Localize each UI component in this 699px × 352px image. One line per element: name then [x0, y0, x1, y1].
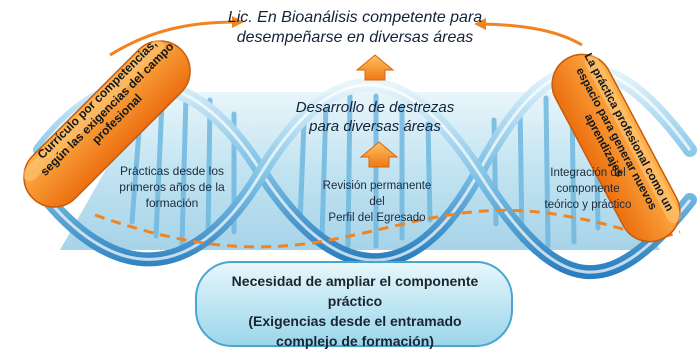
- label-practicas: Prácticas desde los primeros años de la …: [108, 163, 236, 211]
- up-arrow-mid: [359, 141, 399, 168]
- helix-strand-b-highlight: [38, 83, 692, 274]
- bottom-box-text: Necesidad de ampliar el componente práct…: [205, 271, 505, 351]
- top-goal-line1: Lic. En Bioanálisis competente para: [227, 9, 483, 26]
- arrow-right-to-goal: [481, 22, 583, 47]
- top-goal-line2: desempeñarse en diversas áreas: [236, 29, 474, 46]
- up-arrow-top: [355, 54, 395, 81]
- arrow-right-head: [474, 18, 486, 30]
- bottom-box: [195, 261, 513, 347]
- label-center-line3: Perfil del Egresado: [328, 212, 426, 224]
- label-revision: Revisión permanente del Perfil del Egres…: [307, 178, 447, 226]
- mid-goal-text: Desarrollo de destrezas para diversas ár…: [265, 98, 485, 136]
- mid-goal-line1: Desarrollo de destrezas: [295, 99, 455, 116]
- label-right-line2: componente: [556, 183, 620, 195]
- right-pill: [551, 53, 681, 243]
- label-integracion: Integración del componente teórico y prá…: [525, 165, 651, 213]
- left-pill: [22, 39, 191, 208]
- mid-goal-line2: para diversas áreas: [309, 118, 441, 135]
- label-right-line3: teórico y práctico: [544, 199, 632, 211]
- bottom-box-line2: práctico: [327, 293, 383, 309]
- bottom-box-line3: (Exigencias desde el entramado: [248, 313, 462, 329]
- label-center-line1: Revisión permanente: [322, 180, 432, 192]
- bottom-box-line4: complejo de formación): [276, 333, 434, 349]
- label-left-line2: primeros años de la: [119, 180, 225, 194]
- top-goal-text: Lic. En Bioanálisis competente para dese…: [205, 8, 505, 48]
- label-center-line2: del: [369, 196, 385, 208]
- label-left-line1: Prácticas desde los: [119, 164, 225, 178]
- arrow-left-to-goal: [109, 20, 237, 57]
- label-right-line1: Integración del: [550, 167, 626, 179]
- bottom-box-line1: Necesidad de ampliar el componente: [231, 273, 479, 289]
- label-left-line3: formación: [145, 196, 199, 210]
- arrow-left-head: [232, 16, 244, 28]
